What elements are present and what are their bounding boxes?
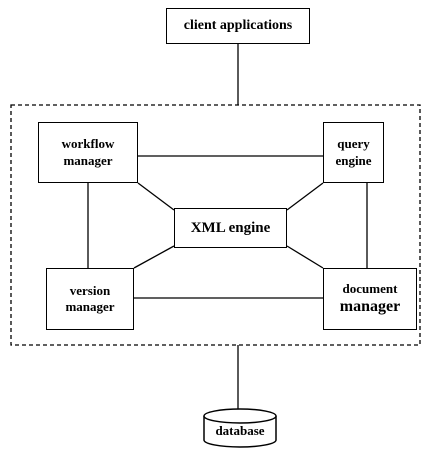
query-label-line2: engine — [335, 152, 372, 168]
xml-engine-box: XML engine — [174, 208, 287, 248]
connector-workflow-xml — [137, 182, 175, 211]
workflow-label-line1: workflow — [61, 136, 115, 152]
system-boundary — [10, 104, 421, 346]
connector-document-xml — [286, 245, 324, 269]
client-applications-box: client applications — [166, 8, 310, 44]
query-label-line1: query — [337, 136, 370, 152]
document-label-line2: manager — [339, 298, 401, 316]
document-manager-box: document manager — [323, 268, 417, 330]
connector-query-xml — [286, 182, 324, 211]
xml-engine-label: XML engine — [190, 219, 271, 236]
connector-version-xml — [133, 245, 175, 269]
version-label-line1: version — [69, 282, 111, 298]
database-cylinder — [203, 408, 277, 448]
query-engine-box: query engine — [323, 122, 384, 183]
workflow-manager-box: workflow manager — [38, 122, 138, 183]
version-manager-box: version manager — [46, 268, 134, 330]
workflow-label-line2: manager — [63, 152, 113, 168]
document-label-line1: document — [342, 280, 398, 296]
database-label: database — [215, 423, 265, 438]
version-label-line2: manager — [65, 299, 115, 314]
client-applications-label: client applications — [183, 18, 293, 34]
